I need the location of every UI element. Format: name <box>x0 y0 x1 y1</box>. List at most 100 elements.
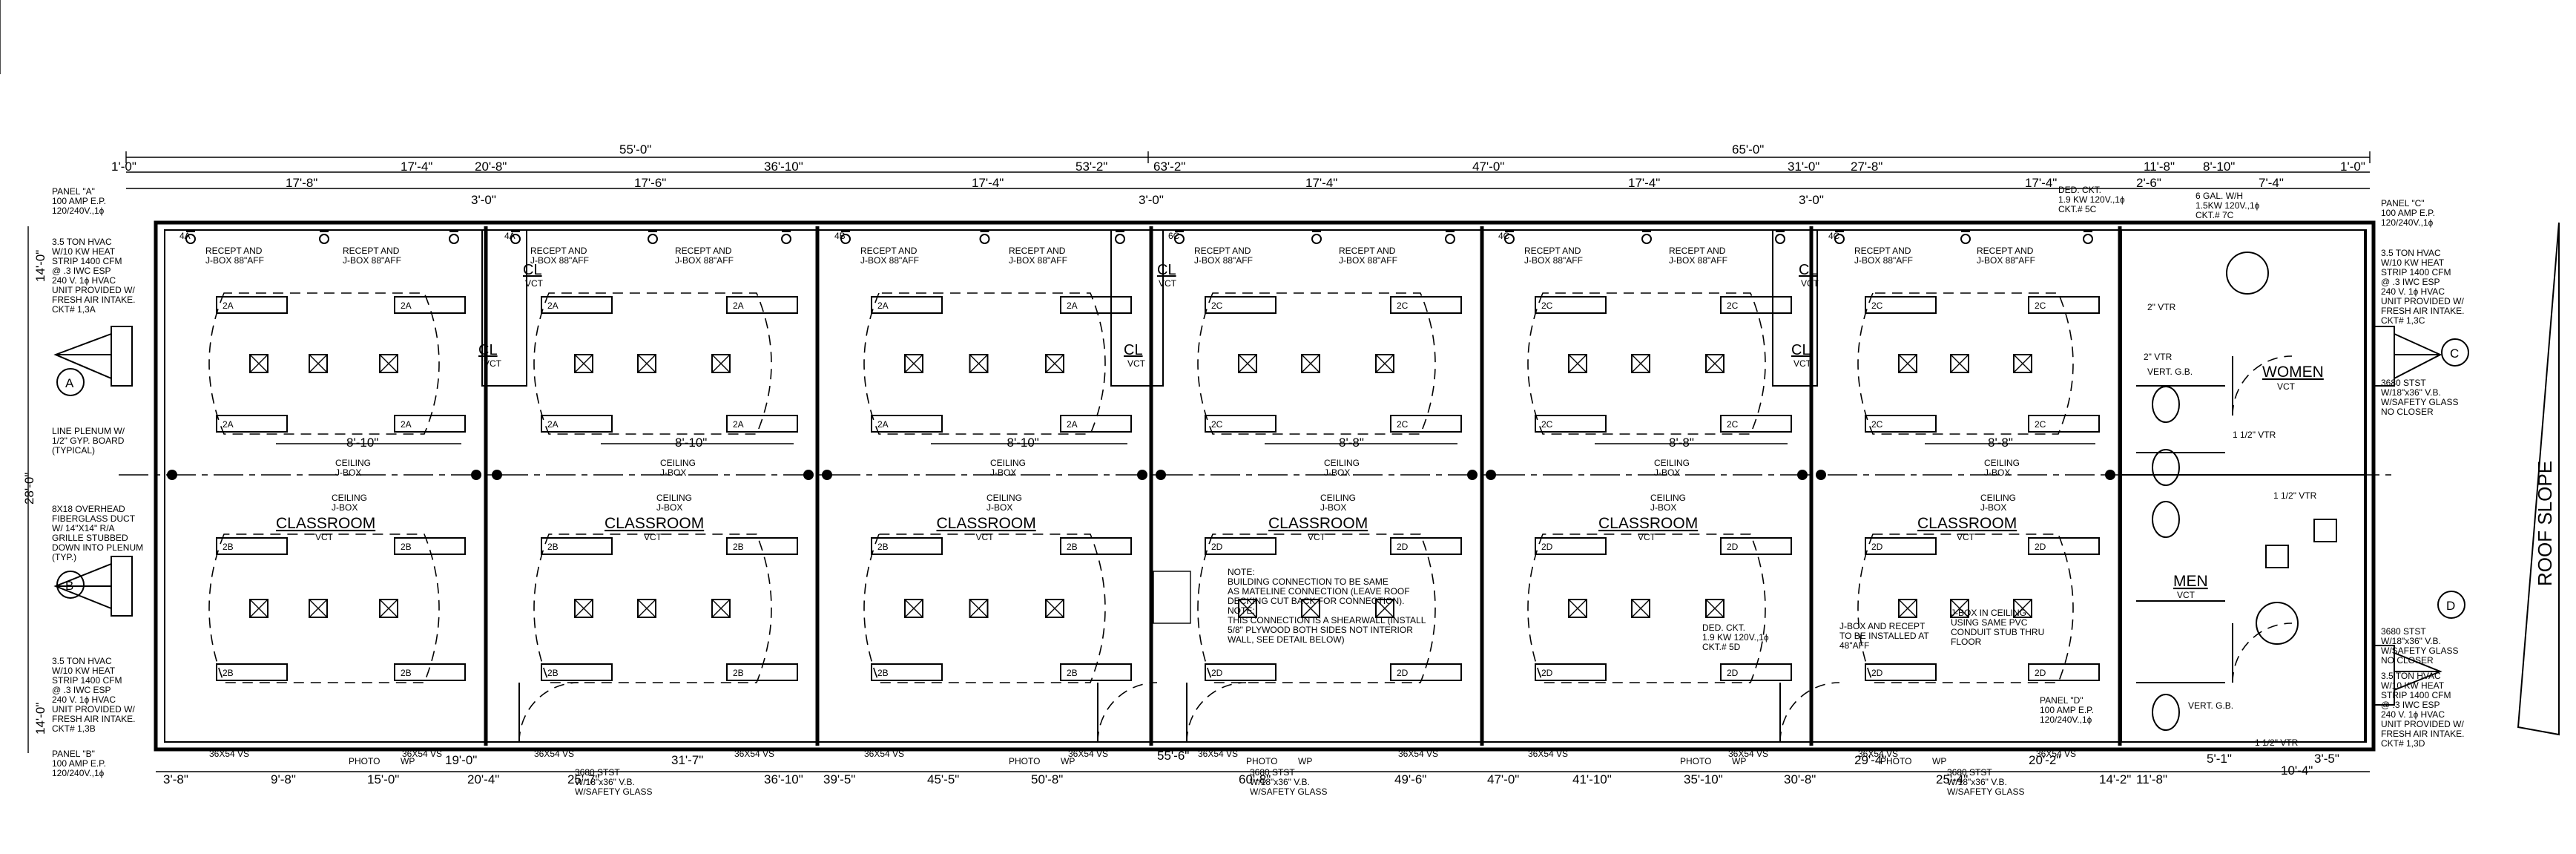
recept-label: RECEPT AND <box>205 246 263 256</box>
panel-b-note: PANEL "B"100 AMP E.P.120/240V.,1ɸ <box>52 749 106 778</box>
door-swing <box>1097 682 1158 743</box>
recept-label: RECEPT AND <box>860 246 918 256</box>
fixture-circuit-label: 2D <box>1727 542 1739 552</box>
water-heater-icon <box>2256 602 2299 645</box>
bottom-dimension-row: 3'-8"9'-8"15'-0"19'-0"20'-4"25'-7"31'-7"… <box>156 749 2370 786</box>
fixture-circuit-label: 2A <box>877 300 889 311</box>
roof-slope-indicator: ROOF SLOPE <box>2517 222 2560 736</box>
top-dim-20: 2'-6" <box>2136 176 2161 190</box>
light-fixture <box>1390 296 1462 314</box>
vtr-label-4: 1 1/2" VTR <box>2273 490 2317 501</box>
fixture-circuit-label: 2D <box>1397 542 1409 552</box>
light-fixture <box>1865 537 1937 555</box>
vent-label: 36X54 VS <box>209 749 249 759</box>
top-dim-17: 17'-4" <box>2025 176 2057 190</box>
top-dim-21: 7'-4" <box>2259 176 2284 190</box>
overall-left-dim: 55'-0" <box>619 142 651 157</box>
return-grille-icon <box>1301 599 1320 618</box>
fixture-circuit-label: 2D <box>1727 668 1739 678</box>
closet-6-floor: VCT <box>525 278 544 289</box>
supply-diffuser-icon <box>2013 599 2032 618</box>
classroom-2-name: CLASSROOM <box>605 515 704 532</box>
recept-label: RECEPT AND <box>1524 246 1581 256</box>
duplex-receptacle-icon <box>319 231 329 244</box>
ceiling-jbox-label: J-BOX <box>660 467 686 478</box>
fixture-circuit-label: 2B <box>223 668 234 678</box>
classroom-1-name: CLASSROOM <box>276 515 375 532</box>
supply-diffuser-icon <box>1568 354 1587 373</box>
door-swing <box>2232 355 2293 416</box>
photo-label: PHOTO <box>1246 756 1277 766</box>
return-grille-icon <box>637 599 656 618</box>
light-fixture <box>1060 537 1132 555</box>
photo-label: PHOTO <box>1009 756 1040 766</box>
supply-diffuser-icon <box>1238 599 1257 618</box>
light-fixture <box>871 537 943 555</box>
lighting-circuit-loop <box>1197 292 1436 435</box>
wp-label: WP <box>1932 756 1946 766</box>
fixture-circuit-label: 2C <box>1871 300 1883 311</box>
light-fixture <box>394 663 466 681</box>
toilet-icon <box>2152 501 2180 538</box>
classroom-2-floor: VCT <box>644 532 662 542</box>
light-fixture <box>2028 537 2100 555</box>
return-grille-icon <box>969 599 989 618</box>
bottom-dim-9: 45'-5" <box>927 772 959 786</box>
duplex-receptacle-icon <box>1115 231 1125 244</box>
lighting-circuit-loop <box>863 533 1106 683</box>
ceiling-jbox-label: J-BOX <box>335 467 361 478</box>
top-dim-2: 17'-4" <box>401 160 432 174</box>
recept-label: RECEPT AND <box>1854 246 1911 256</box>
room-labels: CLASSROOMVCT2A2A2A2A2B2B2B2BCEILINGJ-BOX… <box>179 231 2076 766</box>
light-fixture <box>1865 296 1937 314</box>
overall-height-dim: 28'-0" <box>22 473 36 505</box>
ceiling-label: CEILING <box>1650 493 1686 503</box>
fixture-circuit-label: 2A <box>547 419 559 430</box>
bottom-dim-25: 3'-5" <box>2314 752 2339 766</box>
door-swing <box>1779 682 1840 743</box>
jbox-label: J-BOX 88"AFF <box>205 255 264 266</box>
fixture-circuit-label: 2C <box>1541 300 1553 311</box>
duplex-receptacle-icon <box>840 231 851 244</box>
column-marker <box>1486 470 1496 480</box>
recept-label: RECEPT AND <box>530 246 587 256</box>
light-fixture <box>726 663 798 681</box>
recept-label: RECEPT AND <box>675 246 732 256</box>
fixture-circuit-label: 2C <box>1871 419 1883 430</box>
grid-bubble-c: C <box>2450 346 2459 361</box>
duplex-receptacle-icon <box>1311 231 1322 244</box>
fixture-circuit-label: 2B <box>547 542 559 552</box>
recept-label: RECEPT AND <box>1339 246 1396 256</box>
supply-diffuser-icon <box>1898 599 1917 618</box>
light-fixture <box>2028 663 2100 681</box>
fixture-circuit-label: 2A <box>401 419 412 430</box>
receptacle-circuit: 4A <box>179 231 191 241</box>
fixture-circuit-label: 2C <box>2035 419 2046 430</box>
light-fixture <box>394 415 466 433</box>
photo-label: PHOTO <box>1680 756 1711 766</box>
top-dim-18: 11'-8" <box>2144 160 2175 174</box>
bottom-dim-14: 47'-0" <box>1487 772 1519 786</box>
ceiling-jbox-label: J-BOX <box>656 502 682 513</box>
light-fixture <box>1205 415 1277 433</box>
wp-label: WP <box>1061 756 1075 766</box>
supply-diffuser-icon <box>1375 354 1394 373</box>
lighting-circuit-loop <box>1197 533 1436 683</box>
ceiling-label: CEILING <box>656 493 692 503</box>
return-grille-icon <box>1301 354 1320 373</box>
fixture-circuit-label: 2A <box>1067 419 1078 430</box>
fixture-circuit-label: 2D <box>1397 668 1409 678</box>
recept-label: RECEPT AND <box>343 246 400 256</box>
light-fixture <box>541 537 613 555</box>
jbox-label: J-BOX 88"AFF <box>1854 255 1913 266</box>
light-fixture <box>726 415 798 433</box>
supply-diffuser-icon <box>1375 599 1394 618</box>
closet-1-floor: VCT <box>484 358 502 369</box>
fixture-circuit-label: 2D <box>1211 542 1223 552</box>
light-fixture <box>1390 415 1462 433</box>
water-heater-icon <box>2226 252 2269 295</box>
